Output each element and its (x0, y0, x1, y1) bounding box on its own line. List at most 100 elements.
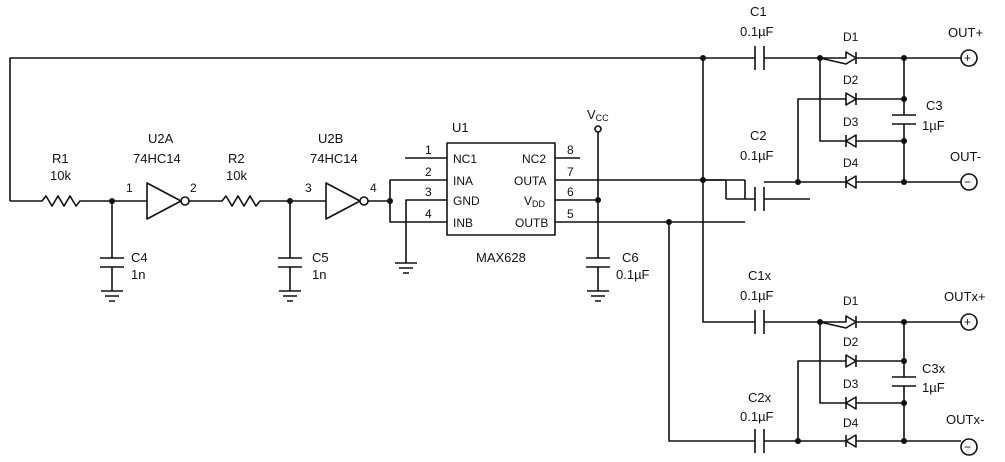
u1-pin-num: 3 (425, 185, 432, 199)
bot-c2-label: C2x (748, 390, 772, 405)
c5-label: C5 (312, 250, 329, 265)
minus-sign: − (964, 440, 971, 454)
u1-part: MAX628 (476, 250, 526, 265)
junction-dot (700, 55, 706, 61)
bot-d2-label: D2 (843, 335, 859, 349)
wire (797, 360, 846, 441)
wire (405, 199, 447, 263)
top-c1-capacitor (745, 46, 820, 70)
c6-label: C6 (622, 250, 639, 265)
bot-d4-diode (845, 434, 904, 448)
junction-dot (901, 400, 907, 406)
u2a-label: U2A (148, 131, 174, 146)
junction-dot (666, 219, 672, 225)
top-c1-label: C1 (750, 4, 767, 19)
c5-value: 1n (312, 267, 326, 282)
outb-bus (668, 222, 745, 442)
out-pos-terminal (960, 49, 978, 67)
u1-pin-num: 1 (425, 143, 432, 157)
u1-pin-name: NC2 (522, 152, 546, 166)
top-out-pos-label: OUT+ (948, 25, 983, 40)
u2b-inverter (325, 182, 361, 220)
top-c1-value: 0.1µF (740, 24, 774, 39)
junction-dot (901, 138, 907, 144)
bot-c2-value: 0.1µF (740, 409, 774, 424)
u1-label: U1 (452, 120, 469, 135)
bot-d4-label: D4 (843, 416, 859, 430)
u1-pin-num: 7 (567, 165, 574, 179)
u1-pin-name: INA (453, 174, 473, 188)
r1-resistor (10, 195, 108, 207)
bot-out-pos-label: OUTx+ (944, 289, 986, 304)
junction-dot (901, 96, 907, 102)
c5-capacitor (278, 201, 302, 291)
vcc-terminal (594, 125, 602, 133)
plus-sign: + (964, 315, 971, 329)
top-d4-label: D4 (843, 156, 859, 170)
wire (389, 201, 447, 223)
c4-capacitor (100, 201, 124, 291)
u1-ic-body (446, 142, 556, 236)
outx-pos-terminal (960, 313, 978, 331)
u2a-pin-in: 1 (126, 181, 133, 195)
bot-out-neg-label: OUTx- (946, 412, 984, 427)
top-c2-label: C2 (750, 128, 767, 143)
outa-bus (702, 58, 745, 323)
c4-value: 1n (131, 267, 145, 282)
c6-value: 0.1µF (616, 267, 650, 282)
u1-pin-num: 2 (425, 165, 432, 179)
c6-capacitor (586, 257, 610, 291)
bottom-output-block: C1x 0.1µF C2x 0.1µF D1 D2 D3 D4 C3x 1µF … (740, 268, 986, 456)
top-d3-label: D3 (843, 115, 859, 129)
vcc-label: VCC (587, 107, 609, 123)
c4-label: C4 (131, 250, 148, 265)
bot-d2-diode (845, 354, 904, 368)
top-d4-diode (845, 175, 904, 189)
r2-label: R2 (228, 151, 245, 166)
u2a-inverter (146, 182, 182, 220)
bot-c2-capacitor (745, 429, 846, 453)
bot-c3-value: 1µF (922, 380, 945, 395)
bot-d3-diode (845, 396, 904, 410)
top-d1-diode (819, 51, 904, 65)
bot-c3-label: C3x (922, 361, 946, 376)
u1-pin-name: OUTB (515, 216, 548, 230)
u1-pin-name: OUTA (514, 174, 546, 188)
bot-d3-label: D3 (843, 377, 859, 391)
top-c3-value: 1µF (922, 118, 945, 133)
r1-value: 10k (50, 168, 71, 183)
bot-d1-diode (819, 315, 904, 329)
bot-c1-label: C1x (748, 268, 772, 283)
top-output-block: C1 0.1µF C2 0.1µF D1 D2 D3 D4 C3 1µF (703, 4, 983, 211)
junction-dot (901, 358, 907, 364)
outx-neg-terminal (960, 438, 978, 456)
wire (368, 179, 447, 202)
u2a-bubble (180, 196, 190, 206)
u2b-pin-in: 3 (305, 181, 312, 195)
wire (819, 58, 846, 142)
wire (703, 179, 727, 199)
u1-pin-num: 5 (567, 207, 574, 221)
vdd-wire (555, 132, 599, 258)
u1-pin-num: 8 (567, 143, 574, 157)
feedback-wire (9, 57, 745, 201)
bot-c1-capacitor (745, 310, 820, 334)
u1-pin-name: GND (453, 194, 480, 208)
top-d3-diode (845, 134, 904, 148)
top-d2-label: D2 (843, 73, 859, 87)
top-out-neg-label: OUT- (950, 149, 981, 164)
ground-symbol (395, 262, 417, 274)
ground-symbol (279, 290, 301, 302)
junction-dot (795, 438, 801, 444)
u1-pin-name: INB (453, 216, 473, 230)
top-d1-label: D1 (843, 30, 859, 44)
top-c2-value: 0.1µF (740, 148, 774, 163)
bot-d1-label: D1 (843, 294, 859, 308)
bot-c1-value: 0.1µF (740, 288, 774, 303)
top-d2-diode (845, 92, 904, 106)
r2-resistor (189, 195, 290, 207)
ground-symbol (101, 290, 123, 302)
bot-rail (892, 322, 916, 441)
u2b-bubble (359, 196, 369, 206)
u2b-label: U2B (318, 131, 343, 146)
